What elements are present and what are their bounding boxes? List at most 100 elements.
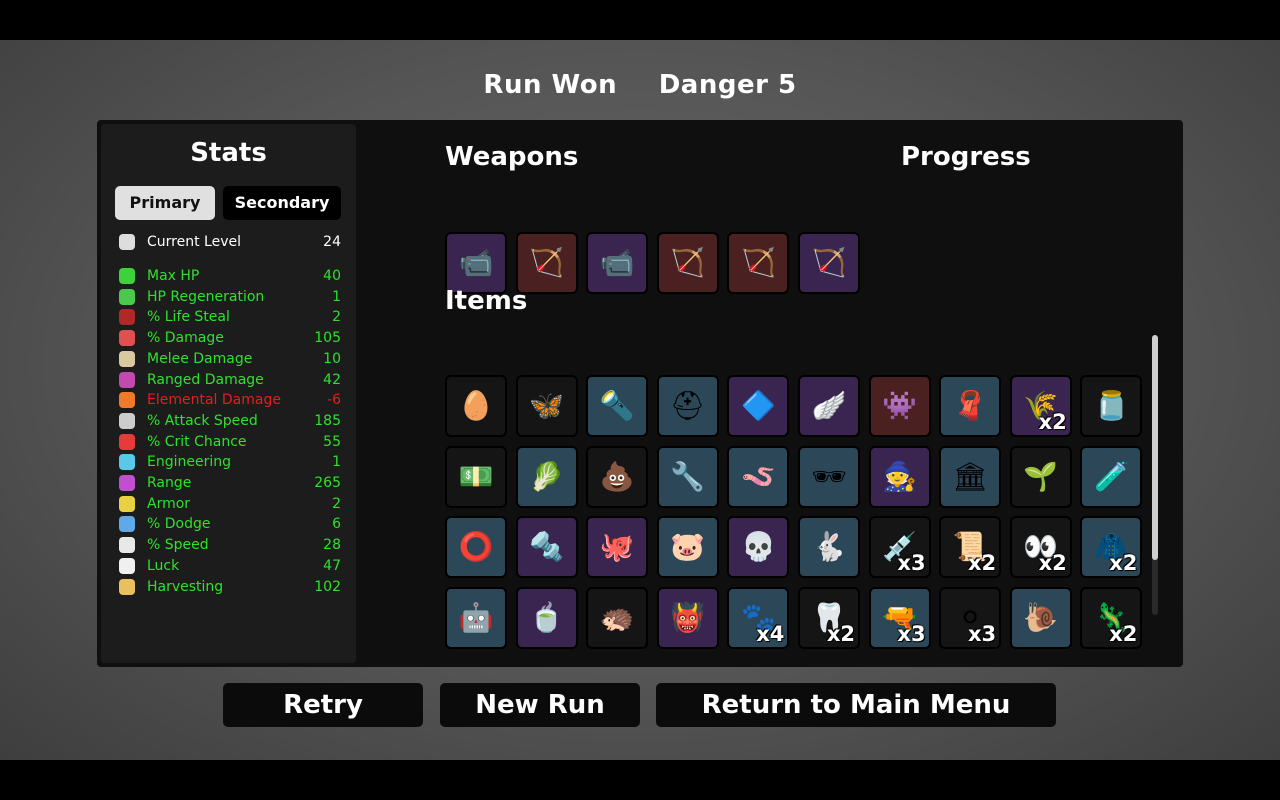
rabbit-icon: 🐇 bbox=[811, 530, 847, 564]
item-slot[interactable]: 🐾x4 bbox=[727, 586, 790, 649]
stat-value: 47 bbox=[323, 557, 341, 574]
item-slot[interactable]: ⚪x3 bbox=[939, 586, 1002, 649]
ring-icon: ⭕ bbox=[458, 530, 494, 564]
stat-value: 265 bbox=[314, 475, 341, 491]
tab-primary[interactable]: Primary bbox=[115, 186, 215, 220]
item-slot[interactable]: 🥚 bbox=[445, 375, 507, 437]
item-slot[interactable]: 🐷 bbox=[656, 516, 719, 579]
items-scrollbar[interactable] bbox=[1152, 335, 1158, 615]
item-slot[interactable]: 🦔 bbox=[586, 586, 649, 649]
stat-label: HP Regeneration bbox=[147, 288, 265, 305]
item-slot[interactable]: 🐇 bbox=[798, 516, 860, 579]
item-slot[interactable]: 🪱 bbox=[727, 445, 790, 508]
weapon-slot[interactable]: 📹 bbox=[445, 232, 507, 294]
poop-icon: 💩 bbox=[599, 459, 635, 493]
item-count: x2 bbox=[1038, 410, 1067, 434]
weapon-slot[interactable]: 🏹 bbox=[727, 232, 790, 294]
item-slot[interactable]: 🧙 bbox=[868, 445, 931, 508]
stat-label: Ranged Damage bbox=[147, 371, 264, 388]
item-slot[interactable]: 🪽 bbox=[798, 375, 860, 437]
retry-button[interactable]: Retry bbox=[223, 683, 423, 727]
item-slot[interactable]: 🕶 bbox=[798, 445, 860, 508]
stat-value: -6 bbox=[327, 392, 341, 409]
item-slot[interactable]: 🥬 bbox=[515, 445, 578, 508]
letterbox-top bbox=[0, 0, 1280, 40]
muscle-icon bbox=[119, 330, 135, 347]
item-slot[interactable]: 🐙 bbox=[586, 516, 649, 579]
item-slot[interactable]: 💵 bbox=[445, 445, 507, 508]
helmet-icon: ⛑ bbox=[670, 389, 706, 422]
stat-value: 42 bbox=[323, 371, 341, 388]
cape-icon: 🧥 bbox=[1093, 530, 1129, 564]
item-slot[interactable]: 🦋 bbox=[515, 375, 578, 437]
item-slot[interactable]: 🦎x2 bbox=[1080, 586, 1143, 649]
snail-icon: 🐌 bbox=[1023, 600, 1059, 634]
new-run-button[interactable]: New Run bbox=[440, 683, 640, 727]
wizard-statue-icon: 🧙 bbox=[882, 459, 918, 493]
bullet-icon: 🔫 bbox=[882, 600, 918, 634]
item-slot[interactable]: 🔫x3 bbox=[868, 586, 931, 649]
item-slot[interactable]: 📜x2 bbox=[939, 516, 1002, 579]
stat-label: % Dodge bbox=[147, 516, 211, 533]
piggy-bank-icon: 🐷 bbox=[670, 530, 706, 564]
weapon-slot[interactable]: 🏹 bbox=[798, 232, 860, 294]
item-slot[interactable]: 💀 bbox=[727, 516, 790, 579]
tab-secondary[interactable]: Secondary bbox=[223, 186, 341, 220]
items-title: Items bbox=[445, 286, 528, 316]
main-menu-button[interactable]: Return to Main Menu bbox=[656, 683, 1056, 727]
item-slot[interactable]: 🔩 bbox=[515, 516, 578, 579]
wings-icon: 🪽 bbox=[811, 389, 847, 422]
item-slot[interactable]: 👀x2 bbox=[1009, 516, 1072, 579]
item-slot[interactable]: 🫙 bbox=[1080, 375, 1143, 437]
stat-label: Current Level bbox=[147, 234, 241, 250]
item-slot[interactable]: 🤖 bbox=[445, 586, 507, 649]
alien-plant-icon: 🥬 bbox=[529, 459, 565, 493]
item-slot[interactable]: 🧪 bbox=[1080, 445, 1143, 508]
item-slot[interactable]: 🦷x2 bbox=[798, 586, 860, 649]
run-result: Run Won bbox=[483, 70, 618, 100]
item-slot[interactable]: 🧣 bbox=[939, 375, 1002, 437]
item-count: x3 bbox=[897, 621, 926, 646]
item-slot[interactable]: 👾 bbox=[868, 375, 931, 437]
item-slot[interactable]: 🌾x2 bbox=[1009, 375, 1072, 437]
item-slot[interactable]: 🍵 bbox=[515, 586, 578, 649]
stat-label: Melee Damage bbox=[147, 350, 253, 367]
item-slot[interactable]: ⛑ bbox=[656, 375, 719, 437]
item-slot[interactable]: 🏛 bbox=[939, 445, 1002, 508]
claw-icon: 🐾 bbox=[740, 600, 776, 634]
weapon-slot[interactable]: 🏹 bbox=[515, 232, 578, 294]
tentacle-icon: 🐙 bbox=[599, 530, 635, 564]
stat-value: 2 bbox=[332, 495, 341, 512]
item-slot[interactable]: 👹 bbox=[656, 586, 719, 649]
item-slot[interactable]: 💩 bbox=[586, 445, 649, 508]
items-scroll-thumb[interactable] bbox=[1152, 335, 1158, 560]
flashlight-icon: 🔦 bbox=[599, 389, 635, 422]
item-count: x3 bbox=[968, 621, 997, 646]
stat-label: % Damage bbox=[147, 330, 224, 347]
item-count: x2 bbox=[1109, 621, 1138, 646]
item-slot[interactable]: 🧥x2 bbox=[1080, 516, 1143, 579]
fang-icon: 🦷 bbox=[811, 600, 847, 634]
item-count: x2 bbox=[1038, 551, 1067, 576]
hedgehog-icon: 🦔 bbox=[599, 600, 635, 634]
item-slot[interactable]: 🌱 bbox=[1009, 445, 1072, 508]
weapon-slot[interactable]: 🏹 bbox=[656, 232, 719, 294]
weapon-slot[interactable]: 📹 bbox=[586, 232, 649, 294]
stat-label: Max HP bbox=[147, 268, 200, 284]
item-slot[interactable]: 🔷 bbox=[727, 375, 790, 437]
potion-icon: 🧪 bbox=[1093, 459, 1129, 493]
weapons-title: Weapons bbox=[445, 142, 579, 172]
item-slot[interactable]: 🐌 bbox=[1009, 586, 1072, 649]
item-slot[interactable]: 🔧 bbox=[656, 445, 719, 508]
item-slot[interactable]: 💉x3 bbox=[868, 516, 931, 579]
scroll-icon: 📜 bbox=[952, 530, 988, 564]
item-slot[interactable]: 🔦 bbox=[586, 375, 649, 437]
bow-icon bbox=[119, 371, 135, 388]
item-slot[interactable]: ⭕ bbox=[445, 516, 507, 579]
